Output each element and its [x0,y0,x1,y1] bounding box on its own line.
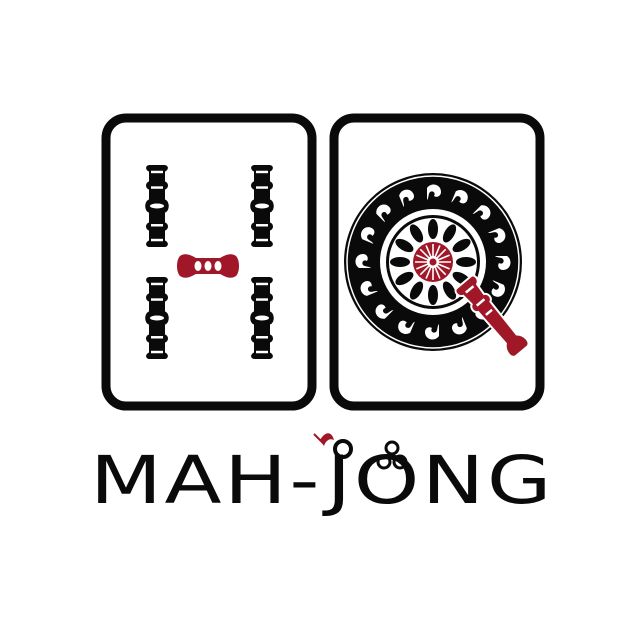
circle-dot-icon [344,173,530,358]
wordmark: MAH-JONG [90,433,554,519]
red-rosette-icon [413,242,453,282]
bamboo-sticks-icon [145,165,274,359]
red-key-icon [454,274,530,358]
left-tile [101,113,317,411]
right-tile [329,113,545,411]
wordmark-text: MAH-JONG [90,442,554,519]
wordmark-flourish-icon [313,433,408,470]
red-bar-icon [177,254,239,278]
